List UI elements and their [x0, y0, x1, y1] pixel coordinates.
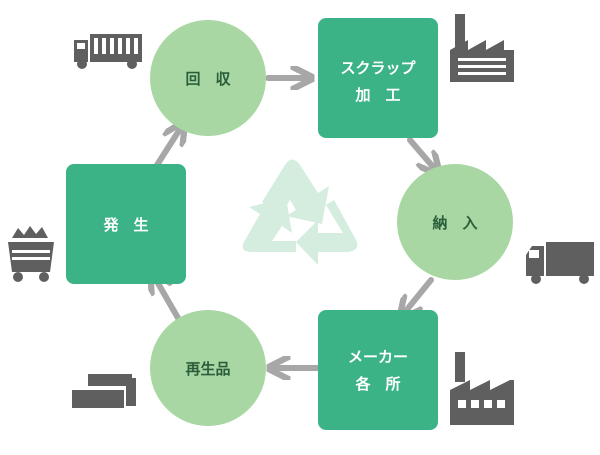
node-maker-line2: 各 所 [354, 375, 400, 393]
node-scrap-line2: 加 工 [354, 86, 400, 104]
node-kaishu-label: 回 収 [185, 70, 231, 88]
flow-arrows [155, 78, 434, 368]
factory-icon [450, 352, 514, 425]
node-kaishu: 回 収 [150, 20, 266, 136]
arrow-nounyu-to-maker [405, 277, 434, 312]
metal-bars-icon [72, 374, 136, 408]
scrap-cart-icon [8, 226, 54, 282]
node-scrap-line1: スクラップ [340, 59, 416, 77]
arrow-hassei-to-kaishu [154, 129, 180, 168]
node-nounyu: 納 入 [397, 164, 513, 280]
truck-icon [74, 34, 142, 69]
node-hassei-label: 発 生 [102, 216, 148, 234]
node-nounyu-label: 納 入 [432, 214, 477, 232]
node-saisei: 再生品 [150, 310, 266, 426]
factory-icon [450, 14, 514, 82]
arrow-saisei-to-hassei [155, 278, 181, 321]
node-maker-line1: メーカー [348, 348, 408, 366]
node-hassei: 発 生 [66, 164, 186, 284]
node-maker: メーカー 各 所 [318, 310, 438, 430]
node-saisei-label: 再生品 [185, 360, 230, 378]
truck-icon [526, 242, 594, 284]
node-scrap: スクラップ 加 工 [318, 18, 438, 138]
recycle-icon [242, 159, 358, 265]
arrow-scrap-to-nounyu [407, 137, 434, 168]
